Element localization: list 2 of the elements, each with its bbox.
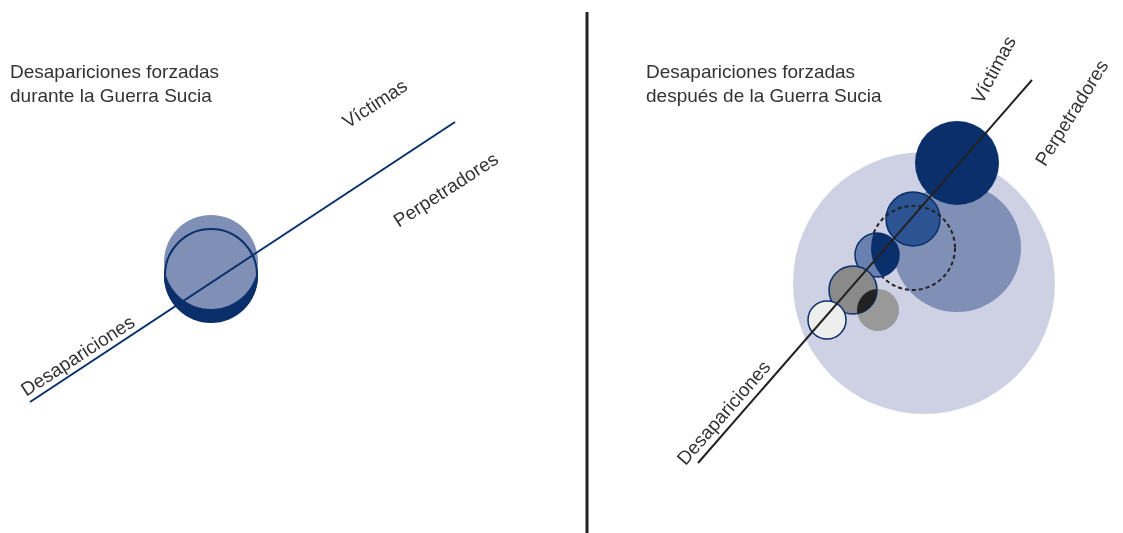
panel-title: Desapariciones forzadas durante la Guerra Sucia [10, 60, 221, 108]
panel-title: Desapariciones forzadas después de la Guerra Sucia [646, 60, 883, 108]
